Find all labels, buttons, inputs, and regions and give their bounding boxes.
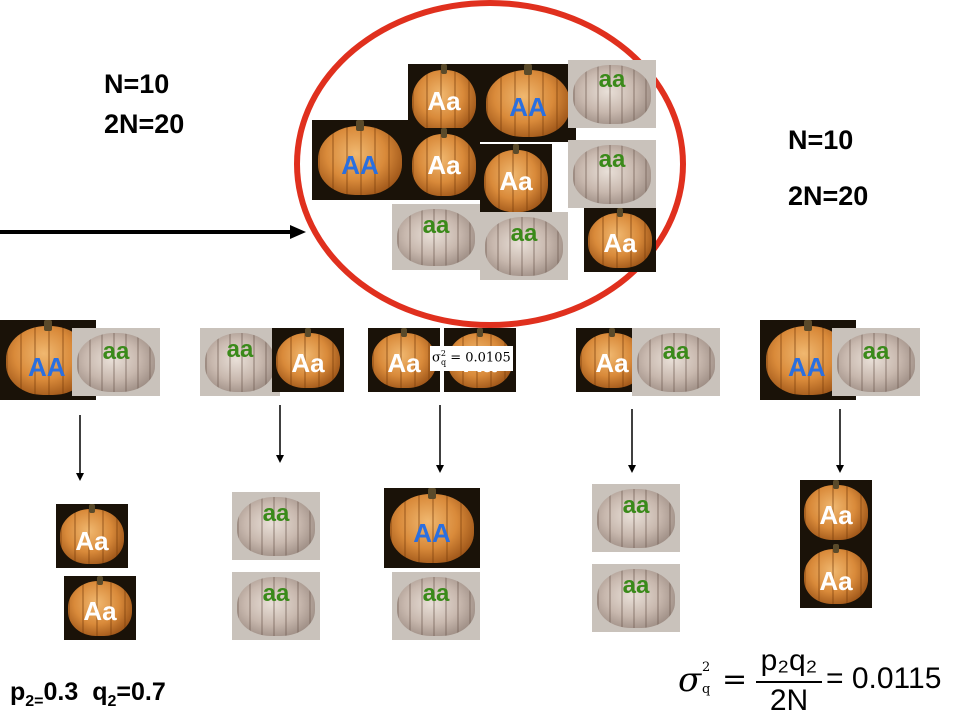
genotype-label: Aa [603, 228, 637, 258]
genotype-label: aa [262, 500, 290, 527]
q-label: q [92, 678, 108, 706]
genotype-label: Aa [595, 348, 629, 378]
allele-frequencies: p2=0.3 q2=0.7 [10, 676, 166, 718]
genotype-label: aa [510, 220, 538, 247]
left-2N-label: 2N=20 [104, 109, 185, 139]
pumpkin-tile: AA [384, 488, 480, 568]
pumpkin-tile: aa [480, 212, 568, 280]
pumpkin-tile: aa [232, 492, 320, 560]
genotype-label: aa [422, 580, 450, 607]
formula-sigma: σ [678, 660, 702, 700]
genotype-label: AA [28, 352, 66, 382]
pumpkin-tile: Aa [272, 328, 344, 392]
formula-result: = 0.0115 [826, 662, 942, 695]
pumpkin-tile: Aa [408, 128, 480, 200]
pumpkin-tile: aa [632, 328, 720, 396]
genotype-label: Aa [427, 86, 461, 116]
pumpkin-tile: Aa [480, 144, 552, 216]
p-subscript: 2= [25, 693, 44, 710]
p-value: 0.3 [43, 678, 79, 706]
formula-sigma-sub: q [702, 682, 711, 697]
pumpkin-tile: aa [592, 564, 680, 632]
pumpkin-tile: Aa [800, 480, 872, 544]
small-sigma-sup: 2 [440, 349, 446, 358]
genotype-label: AA [788, 352, 826, 382]
genotype-label: AA [413, 518, 451, 548]
genotype-label: aa [102, 338, 130, 365]
q-value: =0.7 [116, 678, 166, 706]
fraction-bar [756, 681, 822, 683]
pumpkin-tile: aa [392, 572, 480, 640]
genotype-label: AA [341, 150, 379, 180]
genotype-label: AA [509, 92, 547, 122]
pumpkin-tile: aa [392, 204, 480, 270]
pumpkin-tile: Aa [584, 208, 656, 272]
pumpkin-tile: AA [480, 64, 576, 142]
variance-formula: σ 2 q = p₂q₂ 2N = 0.0115 [676, 644, 956, 718]
genotype-label: aa [422, 212, 450, 239]
pumpkin-tile: Aa [368, 328, 440, 392]
genotype-label: aa [862, 338, 890, 365]
small-sigma-sub: q [440, 357, 447, 367]
genotype-label: Aa [427, 150, 461, 180]
genotype-label: Aa [819, 566, 853, 596]
down-arrow [836, 409, 844, 473]
small-variance-formula: σ2q = 0.0105 [430, 346, 513, 371]
formula-numerator: p₂q₂ [760, 644, 818, 677]
small-sigma: σ [432, 350, 441, 366]
genotype-label: aa [262, 580, 290, 607]
down-arrow [76, 415, 84, 481]
pumpkin-tile: aa [568, 60, 656, 128]
pumpkin-tile: aa [592, 484, 680, 552]
right-2N-label: 2N=20 [788, 181, 869, 211]
p-label: p [10, 678, 26, 706]
pumpkin-tile: AA [312, 120, 408, 200]
genotype-label: Aa [499, 166, 533, 196]
pumpkin-tile: aa [232, 572, 320, 640]
formula-sigma-sup: 2 [702, 660, 711, 675]
genotype-label: aa [622, 492, 650, 519]
genotype-label: aa [598, 66, 626, 93]
pumpkin-tile: Aa [800, 544, 872, 608]
down-arrow [628, 409, 636, 473]
down-arrow [276, 405, 284, 463]
pumpkin-tile: aa [832, 328, 920, 396]
pumpkin-tile: AA [0, 320, 96, 400]
small-variance-value: = 0.0105 [450, 350, 511, 366]
genotype-label: Aa [75, 526, 109, 556]
pumpkin-tile: aa [200, 328, 280, 396]
left-N-label: N=10 [104, 69, 170, 99]
pumpkin-tile: Aa [64, 576, 136, 640]
pumpkin-tile: Aa [408, 64, 480, 136]
pumpkin-tile: aa [568, 140, 656, 208]
formula-denominator: 2N [769, 684, 809, 717]
down-arrow [436, 405, 444, 473]
genotype-label: Aa [291, 348, 325, 378]
pumpkin-tile: aa [72, 328, 160, 396]
genotype-label: aa [226, 336, 254, 363]
genotype-label: Aa [83, 596, 117, 626]
formula-equals: = [722, 662, 748, 697]
genotype-label: aa [622, 572, 650, 599]
down-arrows [76, 405, 844, 481]
right-N-label: N=10 [788, 125, 854, 155]
genotype-label: aa [598, 146, 626, 173]
pumpkin-tile: Aa [56, 504, 128, 568]
genotype-label: Aa [819, 500, 853, 530]
genotype-label: Aa [387, 348, 421, 378]
population-ring [294, 0, 686, 328]
sampling-arrow [0, 225, 306, 239]
genotype-label: aa [662, 338, 690, 365]
q-subscript: 2 [107, 693, 117, 710]
